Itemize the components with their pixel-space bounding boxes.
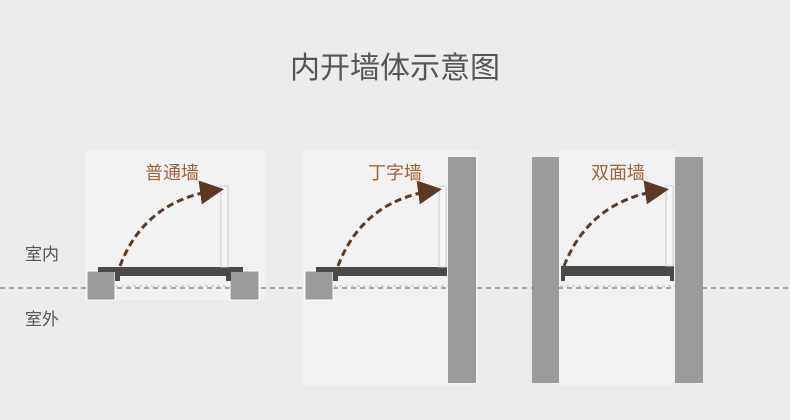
diagram-label: 普通墙 — [145, 163, 199, 184]
label-inside: 室内 — [25, 245, 59, 265]
door-swing-arrow — [336, 180, 442, 267]
door-swing-arrow — [118, 180, 224, 267]
diagram-t-wall: 丁字墙 — [304, 157, 476, 383]
diagram-label: 双面墙 — [591, 163, 645, 184]
door-swing-arrow — [562, 180, 669, 267]
label-outside: 室外 — [25, 310, 59, 330]
page-title: 内开墙体示意图 — [290, 51, 500, 86]
diagram-double-wall: 双面墙 — [532, 157, 703, 383]
diagram-normal-wall: 普通墙 — [86, 163, 260, 301]
diagram-label: 丁字墙 — [368, 163, 422, 184]
